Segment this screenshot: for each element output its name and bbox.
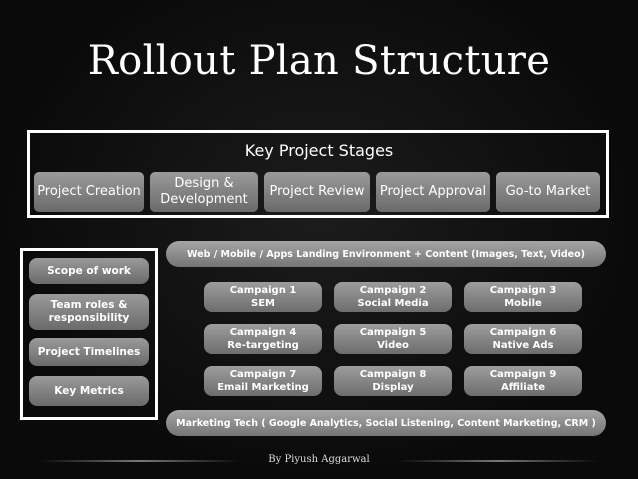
campaign-type: Display: [372, 382, 414, 393]
campaign-type: Re-targeting: [227, 340, 299, 351]
side-item-timelines: Project Timelines: [29, 338, 149, 366]
footer-rule-right: [398, 460, 598, 462]
key-stages-title: Key Project Stages: [244, 141, 394, 160]
campaign-type: Email Marketing: [217, 382, 309, 393]
side-item-metrics: Key Metrics: [29, 376, 149, 406]
campaign-name: Campaign 9: [489, 369, 557, 380]
campaign-7: Campaign 7 Email Marketing: [204, 366, 322, 396]
campaign-9: Campaign 9 Affiliate: [464, 366, 582, 396]
campaign-name: Campaign 4: [229, 327, 297, 338]
campaign-type: Native Ads: [492, 340, 554, 351]
campaign-3: Campaign 3 Mobile: [464, 282, 582, 312]
campaign-name: Campaign 7: [229, 369, 297, 380]
campaign-2: Campaign 2 Social Media: [334, 282, 452, 312]
stage-project-approval: Project Approval: [376, 172, 490, 212]
footer-rule-left: [40, 460, 240, 462]
campaign-type: Social Media: [357, 298, 429, 309]
campaign-5: Campaign 5 Video: [334, 324, 452, 354]
campaign-name: Campaign 6: [489, 327, 557, 338]
stage-project-creation: Project Creation: [34, 172, 144, 212]
campaign-type: Video: [377, 340, 409, 351]
stage-design-development: Design & Development: [150, 172, 258, 212]
marketing-tech-bar: Marketing Tech ( Google Analytics, Socia…: [166, 410, 606, 436]
side-item-team-roles-label: Team roles & responsibility: [48, 299, 130, 324]
stage-go-to-market: Go-to Market: [496, 172, 600, 212]
stage-design-label: Design & Development: [160, 176, 248, 207]
key-stages-frame: [27, 130, 609, 218]
planning-frame: [20, 248, 158, 420]
campaign-type: Mobile: [504, 298, 542, 309]
campaign-name: Campaign 5: [359, 327, 427, 338]
stage-project-review: Project Review: [264, 172, 370, 212]
campaign-8: Campaign 8 Display: [334, 366, 452, 396]
page-title: Rollout Plan Structure: [87, 38, 551, 84]
campaign-type: SEM: [251, 298, 275, 309]
campaign-6: Campaign 6 Native Ads: [464, 324, 582, 354]
campaign-4: Campaign 4 Re-targeting: [204, 324, 322, 354]
campaign-name: Campaign 3: [489, 285, 557, 296]
landing-environment-bar: Web / Mobile / Apps Landing Environment …: [166, 241, 606, 267]
side-item-scope: Scope of work: [29, 258, 149, 284]
footer-author: By Piyush Aggarwal: [268, 454, 370, 465]
campaign-1: Campaign 1 SEM: [204, 282, 322, 312]
campaign-type: Affiliate: [500, 382, 546, 393]
campaign-name: Campaign 8: [359, 369, 427, 380]
campaign-name: Campaign 1: [229, 285, 297, 296]
side-item-team-roles: Team roles & responsibility: [29, 294, 149, 330]
campaign-name: Campaign 2: [359, 285, 427, 296]
